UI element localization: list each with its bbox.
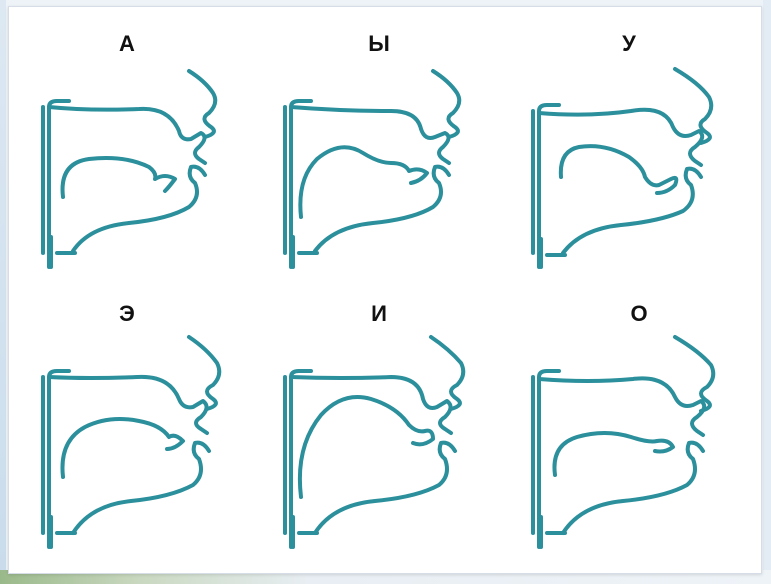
vowel-label-e: Э — [119, 303, 135, 325]
profile-e — [29, 337, 229, 547]
vowel-label-y: Ы — [368, 33, 390, 55]
profile-o — [519, 337, 729, 547]
vowel-label-i: И — [371, 303, 387, 325]
right-edge-strip — [763, 0, 771, 584]
profile-y — [271, 67, 471, 267]
articulation-diagram-panel: А Ы У Э И О — [8, 6, 762, 574]
profile-u — [519, 67, 719, 267]
left-edge-strip — [0, 0, 6, 584]
profile-a — [29, 67, 229, 267]
vowel-label-a: А — [119, 33, 135, 55]
vowel-label-u: У — [622, 33, 636, 55]
profile-i — [271, 337, 481, 547]
vowel-label-o: О — [630, 303, 647, 325]
